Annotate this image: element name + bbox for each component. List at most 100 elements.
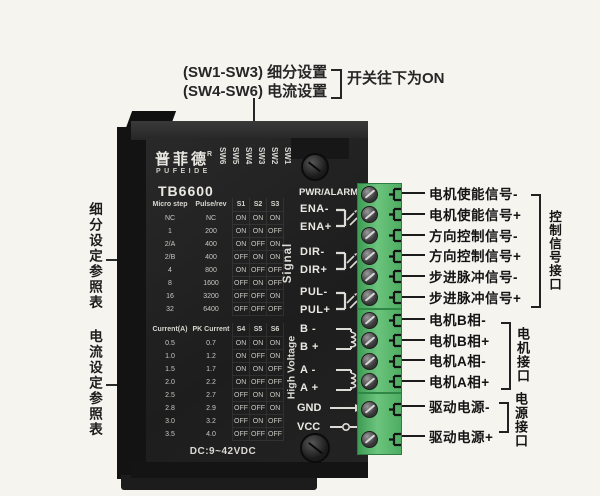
terminal-fork-icon — [389, 313, 401, 327]
cell: 1.5 — [165, 366, 175, 373]
current-table-body: 0.5 0.7 ON ON ON 1.0 1.2 ON OFF ON 1.5 1 — [150, 337, 284, 441]
panel-screw-icon — [301, 153, 329, 181]
connection-row: 驱动电源+ — [402, 426, 493, 446]
terminal-screw-icon — [361, 373, 378, 391]
terminal-fork-icon — [389, 334, 401, 348]
driver-heatsink-flange — [117, 127, 147, 479]
terminal-screw-icon — [361, 289, 378, 307]
cell: 0.5 — [165, 340, 175, 347]
connection-label: 电机B相- — [429, 313, 487, 329]
terminal-fork-icon — [389, 375, 401, 389]
cell: ON — [266, 402, 284, 415]
cell: 1 — [168, 228, 172, 235]
connection-label: 驱动电源+ — [429, 430, 494, 445]
terminal-screw-icon — [361, 185, 378, 203]
cell: ON — [232, 337, 249, 350]
table-row: 2.5 2.7 OFF ON ON — [150, 389, 284, 402]
cell: 16 — [166, 293, 174, 300]
terminal-fork-icon — [389, 432, 401, 446]
table-row: 32 6400 OFF OFF OFF — [150, 303, 284, 316]
wire-line — [402, 274, 425, 277]
cell: OFF — [266, 277, 284, 290]
table-row: 2.8 2.9 OFF OFF ON — [150, 402, 284, 415]
wire-line — [402, 338, 425, 341]
cell: OFF — [266, 376, 284, 389]
terminal — [358, 311, 401, 329]
connection-label: 驱动电源- — [429, 400, 490, 415]
cell: OFF — [266, 303, 284, 316]
connection-label: 电机A相- — [429, 354, 487, 370]
cell: OFF — [266, 264, 284, 277]
pin-pair-ena: ENA- ENA+ — [300, 200, 366, 236]
col-header: S5 — [249, 323, 266, 337]
col-header: S3 — [266, 198, 284, 212]
wire-line — [402, 318, 425, 321]
connection-row: 电机A相+ — [402, 371, 490, 391]
cell: OFF — [249, 428, 266, 441]
terminal-screw-icon — [361, 268, 378, 286]
terminal-strip — [357, 183, 402, 455]
cell: ON — [266, 251, 284, 264]
model-number: TB6600 — [158, 183, 214, 199]
cell: 1.0 — [165, 353, 175, 360]
cell: 3.5 — [165, 431, 175, 438]
cell: OFF — [249, 238, 266, 251]
cell: ON — [266, 389, 284, 402]
terminal — [358, 206, 401, 224]
cell: ON — [249, 415, 266, 428]
terminal-block-motor — [358, 308, 401, 392]
pin-label-dir-minus: DIR- — [300, 246, 325, 258]
connection-row: 电机使能信号+ — [402, 204, 521, 224]
cell: 0.7 — [206, 340, 216, 347]
cell: ON — [266, 238, 284, 251]
cell: ON — [249, 251, 266, 264]
terminal — [358, 373, 401, 391]
connection-row: 步进脉冲信号+ — [402, 287, 521, 307]
cell: OFF — [266, 225, 284, 238]
wire-line — [402, 192, 425, 195]
terminal-block-signal — [358, 184, 401, 308]
pin-label-ena-plus: ENA+ — [300, 221, 332, 233]
cell: ON — [232, 212, 249, 225]
driver-top-edge — [131, 121, 368, 140]
cell: OFF — [232, 303, 249, 316]
col-header: Current(A) — [152, 326, 188, 333]
connection-row: 电机B相+ — [402, 330, 490, 350]
driver-raised-block — [291, 138, 349, 159]
table-row: 2.0 2.2 ON OFF OFF — [150, 376, 284, 389]
voltage-rating-label: DC:9~42VDC — [189, 446, 257, 457]
table-row: 3.0 3.2 OFF ON OFF — [150, 415, 284, 428]
cell: OFF — [249, 290, 266, 303]
pin-label-b-minus: B - — [300, 323, 317, 335]
group-bracket-power — [499, 402, 509, 433]
connection-row: 方向控制信号- — [402, 225, 521, 245]
terminal-fork-icon — [389, 187, 401, 201]
terminal-fork-icon — [389, 402, 401, 416]
registered-mark: R — [207, 151, 213, 158]
group-bracket-motor — [501, 322, 511, 390]
dip-label-sw2: SW2 — [270, 147, 279, 165]
terminal-fork-icon — [389, 208, 401, 222]
pin-pair-a-phase: A - A + — [300, 361, 366, 397]
terminal — [358, 332, 401, 350]
connection-label: 方向控制信号- — [429, 228, 518, 244]
terminal-screw-icon — [361, 206, 378, 224]
table-row: 3.5 4.0 OFF OFF OFF — [150, 428, 284, 441]
driver-bottom-edge — [131, 461, 368, 478]
left-label-microstep-table: 细分设定参照表 — [87, 202, 102, 311]
annotation-current-switches: (SW4-SW6) 电流设置 — [183, 83, 328, 100]
col-header: S2 — [249, 198, 266, 212]
annotation-bracket — [331, 69, 342, 99]
cell: 32 — [166, 306, 174, 313]
table-row: 2/A 400 ON OFF ON — [150, 238, 284, 251]
connection-label: 电机A相+ — [429, 374, 490, 390]
microstep-table: Micro step Pulse/rev S1 S2 S3 NC NC ON O… — [150, 198, 284, 316]
wire-line — [402, 233, 425, 236]
dip-label-sw4: SW4 — [244, 147, 253, 165]
pin-label-vcc: VCC — [297, 421, 321, 433]
cell: 2.0 — [165, 379, 175, 386]
microstep-table-body: NC NC ON ON ON 1 200 ON ON OFF 2/A 400 — [150, 212, 284, 316]
table-row: 2/B 400 OFF ON ON — [150, 251, 284, 264]
cell: OFF — [249, 303, 266, 316]
